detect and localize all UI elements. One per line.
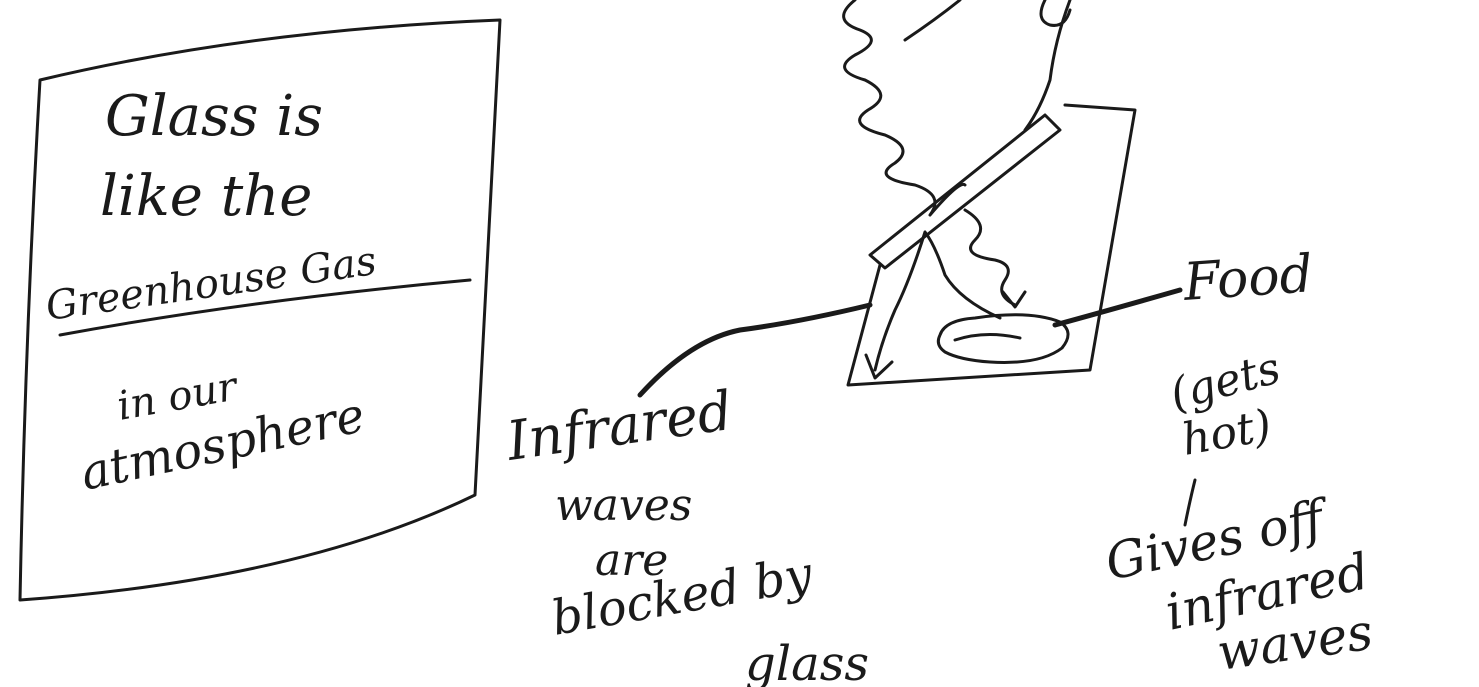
food-label: Food bbox=[1181, 244, 1315, 313]
infrared-label-1: Infrared bbox=[502, 379, 736, 473]
infrared-pointer bbox=[640, 305, 870, 395]
glass-pane bbox=[870, 115, 1060, 268]
container-outline bbox=[848, 105, 1135, 385]
incoming-ray-right bbox=[1025, 0, 1070, 130]
incoming-wave-left bbox=[844, 0, 965, 215]
infrared-label-5: glass bbox=[745, 636, 869, 687]
box-line-3: Greenhouse Gas bbox=[43, 238, 379, 330]
box-line-1: Glass is bbox=[105, 84, 323, 149]
infrared-label-4: blocked by bbox=[547, 546, 817, 647]
transmitted-wave bbox=[965, 210, 1015, 305]
infrared-label-2: waves bbox=[555, 480, 692, 531]
incoming-ray-top bbox=[905, 0, 960, 40]
box-line-2: like the bbox=[100, 164, 312, 229]
infrared-reflection bbox=[875, 232, 1000, 370]
food-pointer bbox=[1055, 290, 1180, 325]
food-detail bbox=[955, 334, 1020, 340]
